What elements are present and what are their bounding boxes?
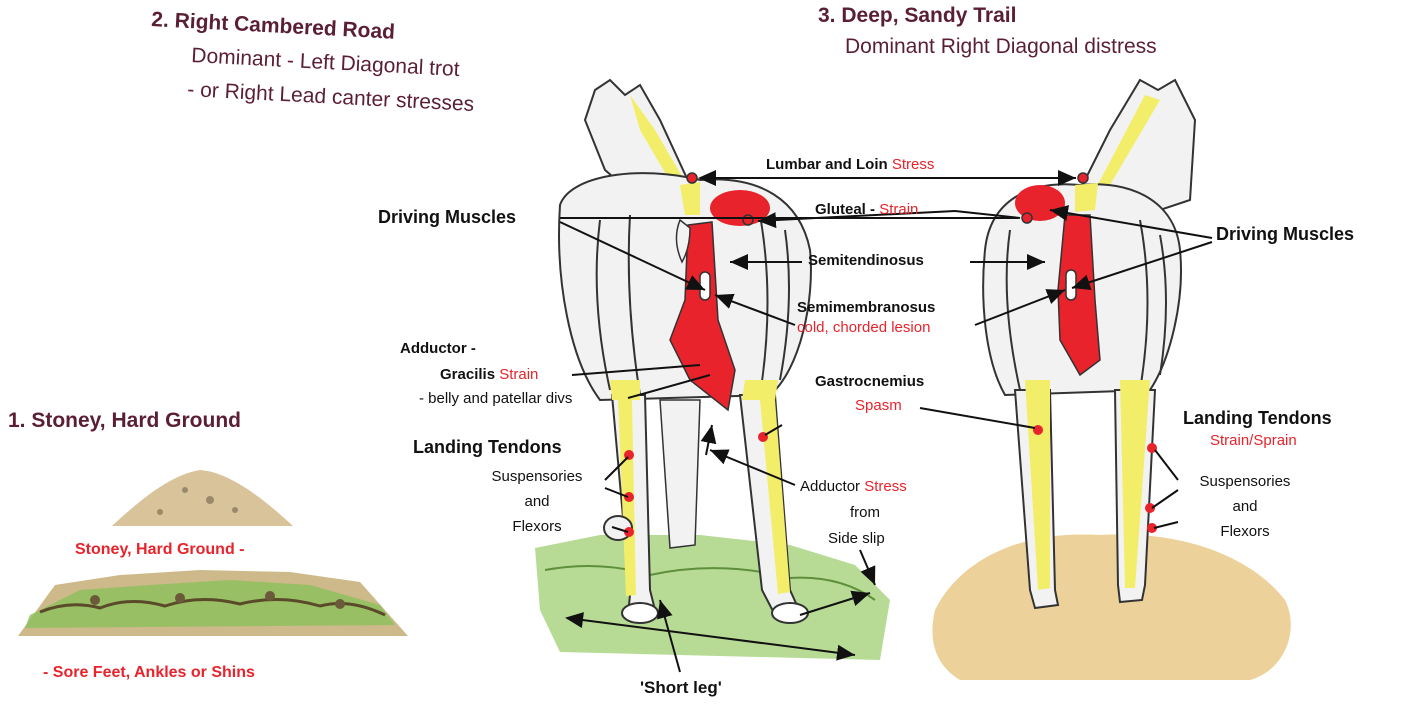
gluteal-strain-text: Strain — [879, 201, 918, 218]
adductor-stress-label: Adductor Stress — [800, 478, 907, 495]
right-horse-illustration — [983, 80, 1195, 608]
lumbar-label-text: Lumbar and Loin — [766, 156, 888, 173]
suspensories-right-line1: Suspensories — [1180, 469, 1310, 494]
driving-muscles-right-label: Driving Muscles — [1216, 224, 1354, 245]
stoney-ground-illustration — [18, 570, 408, 636]
sand-pile-illustration — [112, 470, 293, 526]
side-slip-label: Side slip — [828, 530, 885, 547]
lesion-label: cold, chorded lesion — [797, 319, 930, 336]
driving-muscles-left-label: Driving Muscles — [378, 207, 516, 228]
gluteal-label-text: Gluteal - — [815, 201, 875, 218]
suspensories-left-line3: Flexors — [472, 514, 602, 539]
lumbar-label: Lumbar and Loin Stress — [766, 156, 934, 173]
gracilis-text: Gracilis — [440, 366, 495, 383]
gluteal-label: Gluteal - Strain — [815, 201, 918, 218]
ground-heading: 1. Stoney, Hard Ground — [8, 409, 241, 433]
adductor-stress-text: Adductor — [800, 478, 860, 495]
trail-heading: 3. Deep, Sandy Trail — [818, 4, 1016, 28]
suspensories-left-label: Suspensories and Flexors — [472, 464, 602, 539]
gracilis-label: Gracilis Strain — [440, 366, 538, 383]
from-label: from — [850, 504, 880, 521]
grass-ground-illustration — [535, 535, 890, 660]
stoney-ground-label: Stoney, Hard Ground - — [75, 541, 244, 559]
semitendinosus-label: Semitendinosus — [808, 252, 924, 269]
belly-label: - belly and patellar divs — [419, 390, 572, 407]
trail-subtitle: Dominant Right Diagonal distress — [845, 35, 1157, 59]
spasm-label: Spasm — [855, 397, 902, 414]
semimembranosus-label: Semimembranosus — [797, 299, 935, 316]
sand-mound-illustration — [932, 534, 1290, 680]
gracilis-strain-text: Strain — [499, 366, 538, 383]
adductor-stress-red-text: Stress — [864, 478, 907, 495]
short-leg-label: 'Short leg' — [640, 678, 722, 698]
suspensories-right-label: Suspensories and Flexors — [1180, 469, 1310, 544]
lumbar-stress-text: Stress — [892, 156, 935, 173]
sore-feet-label: - Sore Feet, Ankles or Shins — [43, 664, 255, 682]
landing-tendons-left-label: Landing Tendons — [413, 437, 562, 458]
suspensories-right-line2: and — [1180, 494, 1310, 519]
strain-sprain-label: Strain/Sprain — [1210, 432, 1297, 449]
landing-tendons-right-label: Landing Tendons — [1183, 408, 1332, 429]
suspensories-right-line3: Flexors — [1180, 519, 1310, 544]
suspensories-left-line1: Suspensories — [472, 464, 602, 489]
suspensories-left-line2: and — [472, 489, 602, 514]
gastrocnemius-label: Gastrocnemius — [815, 373, 924, 390]
adductor-label: Adductor - — [400, 340, 476, 357]
